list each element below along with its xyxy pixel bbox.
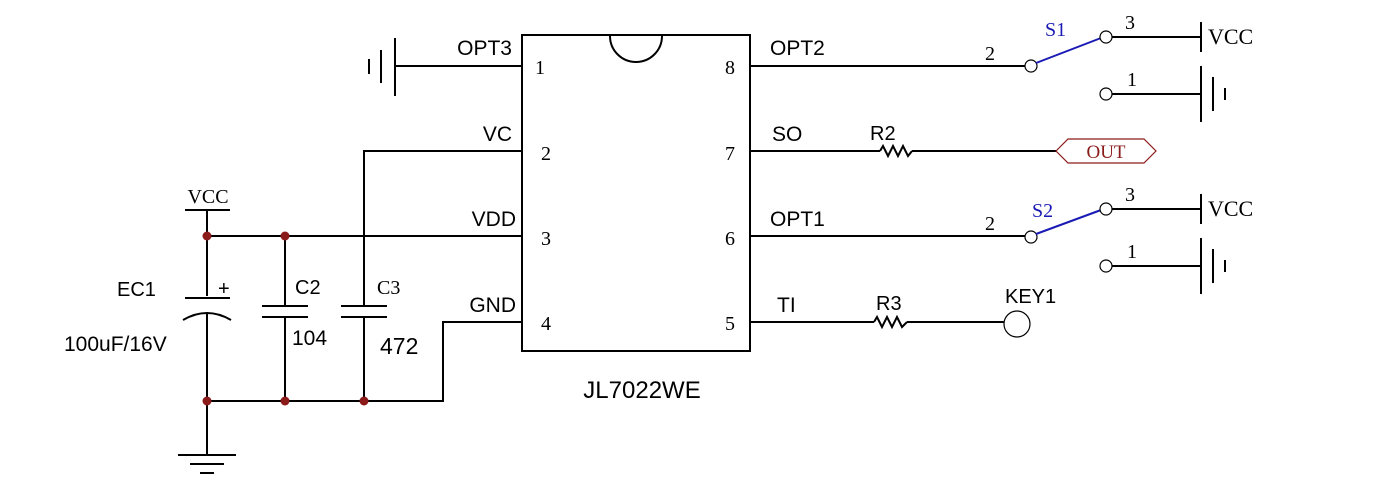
s2-pin-1: 1 xyxy=(1127,241,1137,263)
s2-vcc-label: VCC xyxy=(1208,196,1253,221)
key1-terminal xyxy=(1003,310,1031,338)
capacitor-c3: C3 472 xyxy=(341,277,418,401)
bottom-ground-symbol xyxy=(178,454,236,474)
r2-ref: R2 xyxy=(870,123,896,145)
s2-pin-3: 3 xyxy=(1125,184,1135,206)
pin-name-opt1: OPT1 xyxy=(770,208,825,231)
ic-pin-numbers: 1 2 3 4 5 6 7 8 xyxy=(535,57,735,335)
s1-common-terminal xyxy=(1024,59,1038,73)
pin-name-opt2: OPT2 xyxy=(770,37,825,60)
ic-jl7022we: JL7022WE xyxy=(521,34,751,404)
opt3-ground-net xyxy=(368,38,522,96)
ec1-value: 100uF/16V xyxy=(64,333,167,356)
s2-terminal-3 xyxy=(1099,202,1113,216)
pin-number-7: 7 xyxy=(725,143,735,165)
pin-name-vdd: VDD xyxy=(472,208,516,231)
pin-number-5: 5 xyxy=(725,313,735,335)
out-port xyxy=(1055,138,1157,164)
out-port-label: OUT xyxy=(1086,142,1125,163)
resistor-r2 xyxy=(879,143,913,159)
s2-common-terminal xyxy=(1024,230,1038,244)
pin-number-6: 6 xyxy=(725,228,735,250)
s1-terminal-3 xyxy=(1099,30,1113,44)
junction-dot xyxy=(202,231,212,241)
s2-ref: S2 xyxy=(1032,200,1053,222)
ic-pin-names: OPT3 VC VDD GND TI OPT1 SO OPT2 xyxy=(457,37,825,317)
pin-name-ti: TI xyxy=(777,294,796,317)
gnd-net-wire xyxy=(207,321,522,402)
s2-ground-symbol xyxy=(1200,238,1226,294)
c3-ref: C3 xyxy=(377,277,400,299)
pin-number-4: 4 xyxy=(541,313,551,335)
left-vcc-label: VCC xyxy=(187,186,228,208)
s1-pin-3: 3 xyxy=(1125,12,1135,34)
pin-number-8: 8 xyxy=(725,57,735,79)
s1-lever xyxy=(1035,37,1102,64)
ic-part-label: JL7022WE xyxy=(583,377,700,404)
left-vcc-symbol: VCC xyxy=(185,186,230,296)
c3-value: 472 xyxy=(380,333,418,359)
junction-dot xyxy=(280,231,290,241)
pin-number-3: 3 xyxy=(541,228,551,250)
s1-terminal-1 xyxy=(1099,87,1113,101)
pin-number-2: 2 xyxy=(541,143,551,165)
key1-ref: KEY1 xyxy=(1005,286,1056,308)
junction-dot xyxy=(202,396,212,406)
pin-name-gnd: GND xyxy=(469,294,516,317)
pin-name-vc: VC xyxy=(483,123,512,146)
s2-pin-2: 2 xyxy=(985,213,995,235)
junction-dot xyxy=(359,396,369,406)
c2-value: 104 xyxy=(292,327,327,350)
resistor-r3 xyxy=(873,314,908,330)
s1-ref: S1 xyxy=(1045,19,1066,41)
ic-notch xyxy=(609,35,663,63)
s1-ground-symbol xyxy=(1200,66,1226,122)
so-output-net: R2 OUT xyxy=(750,123,1157,164)
r3-ref: R3 xyxy=(876,293,902,315)
s2-terminal-1 xyxy=(1099,259,1113,273)
s1-pin-2: 2 xyxy=(985,43,995,65)
vc-net-wire xyxy=(363,150,522,306)
c2-ref: C2 xyxy=(295,277,321,299)
capacitor-ec1: + EC1 100uF/16V xyxy=(64,278,232,455)
s1-pin-1: 1 xyxy=(1127,69,1137,91)
pin-number-1: 1 xyxy=(535,57,545,79)
ti-key-net: R3 KEY1 xyxy=(750,286,1056,338)
ic-body xyxy=(521,34,751,352)
pin-name-so: SO xyxy=(772,123,802,146)
capacitor-c2: C2 104 xyxy=(262,236,327,401)
s1-vcc-label: VCC xyxy=(1208,24,1253,49)
switch-s2: 2 S2 3 VCC 1 xyxy=(750,184,1253,294)
switch-s1: 2 S1 3 VCC 1 xyxy=(750,12,1253,122)
ec1-ref: EC1 xyxy=(117,279,156,301)
ec1-polarity: + xyxy=(218,278,230,300)
junction-dot xyxy=(280,396,290,406)
s2-lever xyxy=(1035,209,1102,235)
junction-dots xyxy=(202,231,369,406)
pin-name-opt3: OPT3 xyxy=(457,37,512,60)
